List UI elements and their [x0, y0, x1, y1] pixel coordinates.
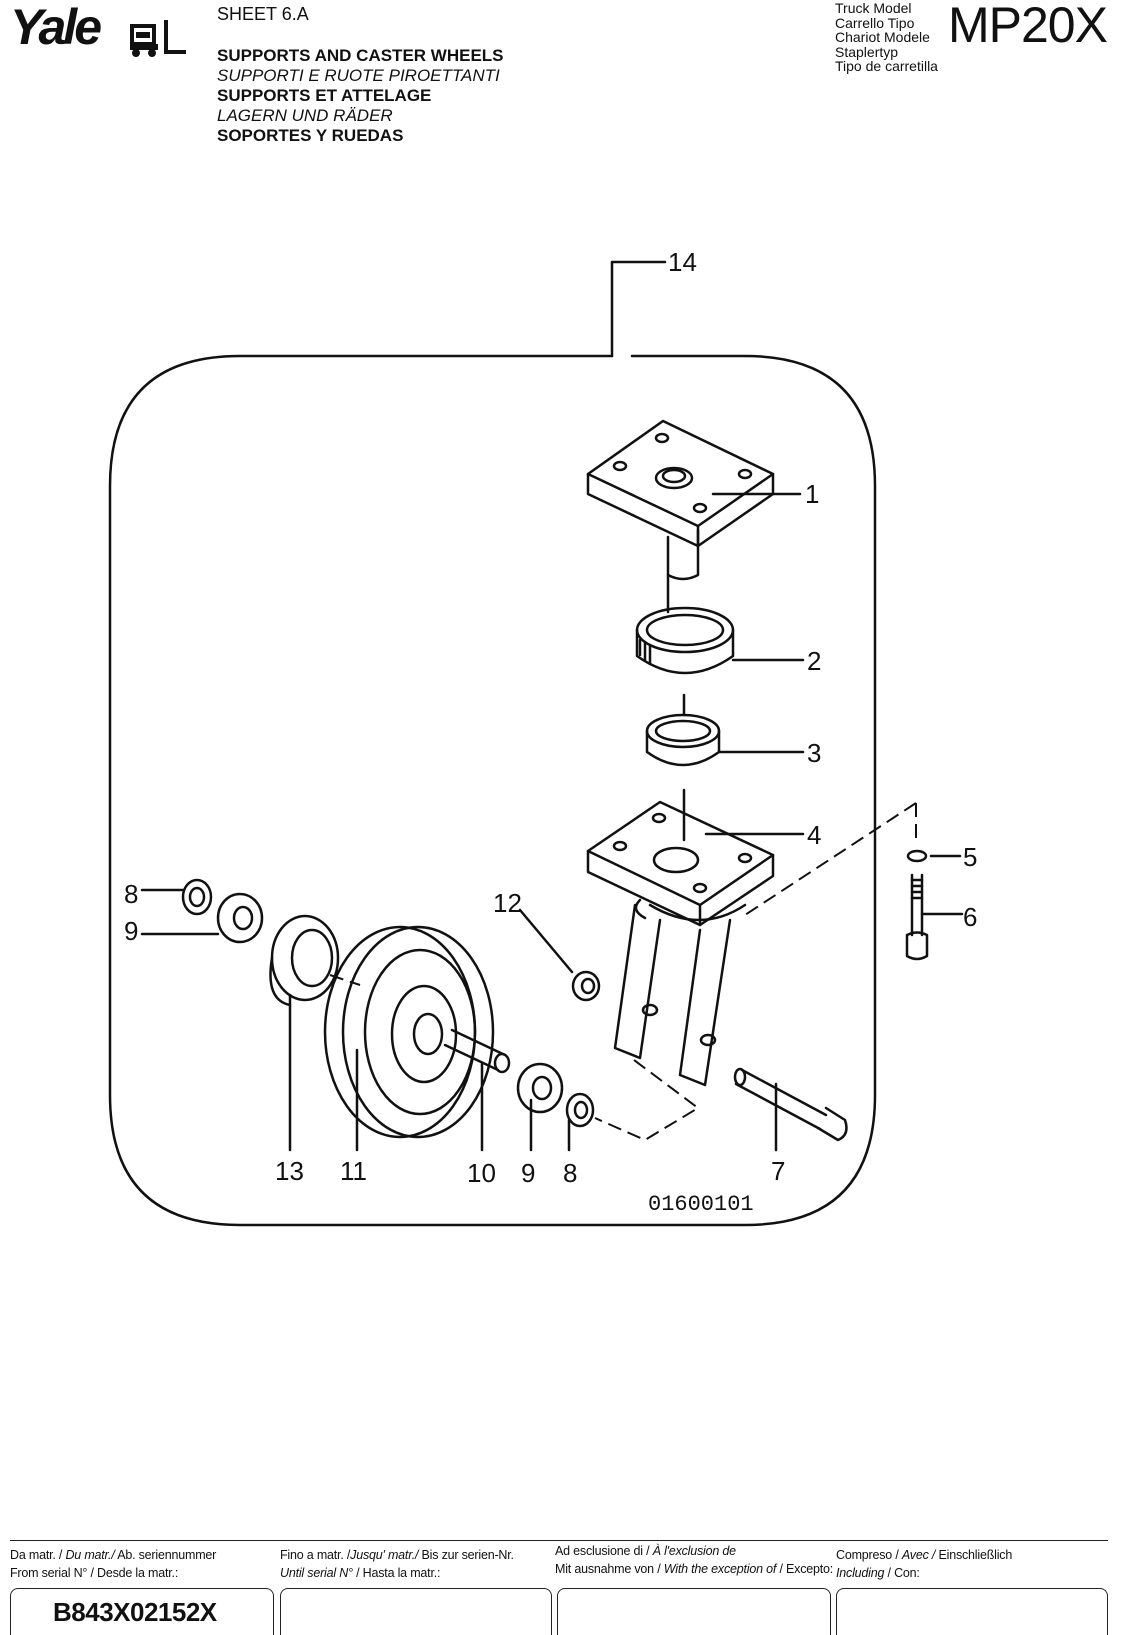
sheet-titles: SUPPORTS AND CASTER WHEELS SUPPORTI E RU…	[217, 46, 504, 146]
part-small-bearing	[645, 713, 721, 767]
yale-logo: Yale	[10, 0, 186, 57]
label-text: Compreso /	[836, 1548, 902, 1562]
label-text: Jusqu' matr./	[350, 1548, 419, 1562]
title-german: LAGERN UND RÄDER	[217, 106, 393, 125]
drawing-number: 01600101	[648, 1192, 754, 1217]
assembly-frame	[108, 354, 877, 1227]
label-text: Ad esclusione di /	[555, 1544, 653, 1558]
footer-label-exception: Ad esclusione di / À l'exclusion de Mit …	[555, 1542, 833, 1578]
label-text: With the exception of	[663, 1562, 777, 1576]
callout-6: 6	[963, 902, 977, 932]
part-grease-nipple	[571, 970, 601, 1002]
part-bearing-ring	[635, 606, 735, 675]
part-bearing-right	[516, 1062, 564, 1114]
footer-label-from-serial: Da matr. / Du matr./ Ab. seriennummer Fr…	[10, 1546, 216, 1582]
sheet-number: SHEET 6.A	[217, 4, 309, 24]
callout-9-right: 9	[521, 1158, 535, 1188]
part-nut-right	[565, 1092, 595, 1128]
label-text: / Con:	[884, 1566, 920, 1580]
part-axle	[443, 1028, 511, 1074]
part-top-plate	[586, 419, 775, 581]
callout-3: 3	[807, 738, 821, 768]
label-text: À l'exclusion de	[652, 1544, 736, 1558]
label-text: Fino a matr. /	[280, 1548, 351, 1562]
callout-2: 2	[807, 646, 821, 676]
label-text: Until serial N°	[280, 1566, 353, 1580]
callout-9-left: 9	[124, 916, 138, 946]
title-english: SUPPORTS AND CASTER WHEELS	[217, 46, 504, 65]
leader-14	[610, 260, 667, 358]
part-spacer-ring	[269, 914, 340, 1007]
label-text: Avec /	[901, 1548, 936, 1562]
title-spanish: SOPORTES Y RUEDAS	[217, 126, 404, 145]
exception-box	[557, 1588, 831, 1635]
footer-label-until-serial: Fino a matr. /Jusqu' matr./ Bis zur seri…	[280, 1546, 514, 1582]
forklift-icon	[130, 20, 186, 57]
until-serial-box	[280, 1588, 552, 1635]
callout-7: 7	[771, 1156, 785, 1186]
model-code: MP20X	[948, 0, 1108, 53]
part-washer	[906, 849, 928, 863]
model-label: Truck Model	[835, 0, 912, 16]
model-label: Carrello Tipo	[835, 14, 915, 31]
callout-8-right: 8	[563, 1158, 577, 1188]
exploded-parts-drawing: 14 1 2 3 4 5 6 8 9 12 13 11 10 9 8 7 016…	[108, 247, 977, 1227]
model-label: Chariot Modele	[835, 29, 930, 45]
including-box	[836, 1588, 1108, 1635]
callout-14: 14	[668, 247, 697, 277]
callout-4: 4	[807, 820, 821, 850]
callout-13: 13	[275, 1156, 304, 1186]
part-bolt	[733, 1067, 848, 1142]
part-caster-wheel	[323, 925, 495, 1139]
callout-11: 11	[340, 1156, 367, 1186]
truck-model-labels: Truck Model Carrello Tipo Chariot Modele…	[835, 1, 938, 74]
footer-rule	[10, 1540, 1108, 1541]
title-french: SUPPORTS ET ATTELAGE	[217, 86, 432, 105]
callout-8-left: 8	[124, 879, 138, 909]
label-text: Mit ausnahme von /	[555, 1562, 664, 1576]
label-text: Du matr./	[65, 1548, 115, 1562]
from-serial-value: B843X02152X	[53, 1597, 217, 1627]
callout-10: 10	[467, 1158, 496, 1188]
part-bearing-left	[216, 892, 264, 944]
footer-label-including: Compreso / Avec / Einschließlich Includi…	[836, 1546, 1012, 1582]
callout-12: 12	[493, 888, 522, 918]
brand-wordmark: Yale	[10, 0, 102, 55]
label-text: From serial N° / Desde la matr.:	[10, 1566, 179, 1580]
part-swivel-fork	[586, 800, 775, 1087]
label-text: Bis zur serien-Nr.	[418, 1548, 514, 1562]
callout-1: 1	[805, 479, 819, 509]
label-text: Ab. seriennummer	[114, 1548, 217, 1562]
model-label: Tipo de carretilla	[835, 58, 938, 74]
label-text: Da matr. /	[10, 1548, 66, 1562]
part-screw	[905, 873, 929, 961]
label-text: / Excepto:	[776, 1562, 834, 1576]
title-italian: SUPPORTI E RUOTE PIROETTANTI	[217, 66, 500, 85]
from-serial-box: B843X02152X	[10, 1588, 274, 1635]
callout-5: 5	[963, 842, 977, 872]
part-nut-left	[181, 878, 213, 916]
label-text: Einschließlich	[935, 1548, 1013, 1562]
label-text: Including	[836, 1566, 885, 1580]
model-label: Staplertyp	[835, 43, 899, 60]
label-text: / Hasta la matr.:	[352, 1566, 441, 1580]
